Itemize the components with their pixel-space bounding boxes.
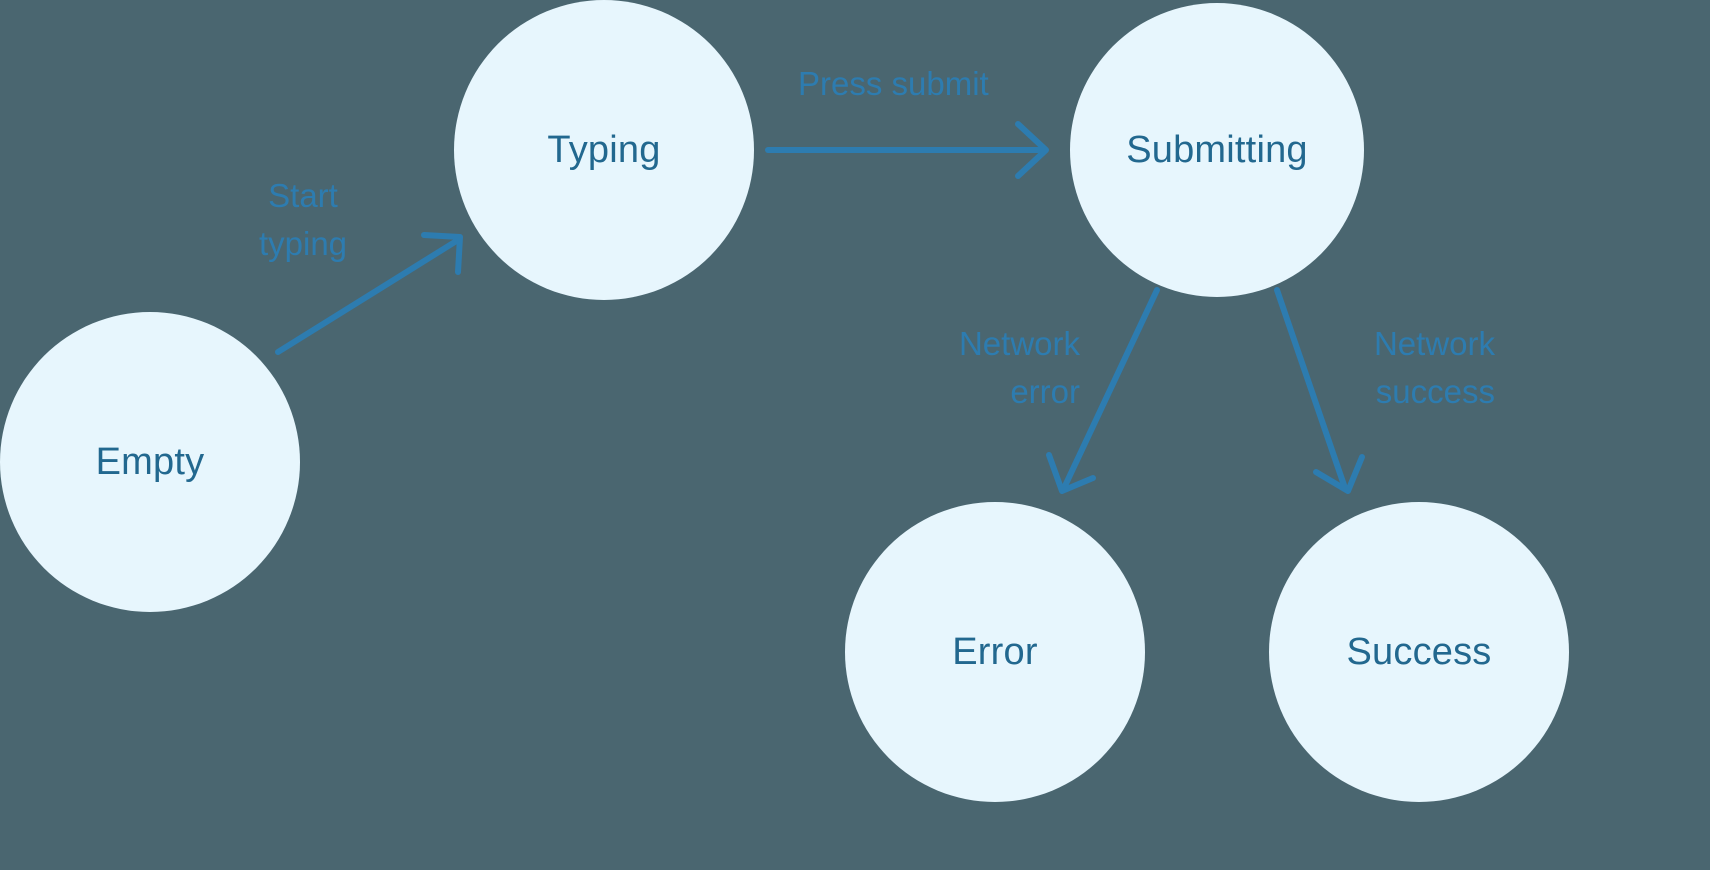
edge-empty-to-typing <box>275 232 463 355</box>
state-node-label: Success <box>1346 631 1492 673</box>
edge-submitting-to-success <box>1274 287 1365 494</box>
state-node-label: Typing <box>547 129 661 171</box>
state-node-typing[interactable]: Typing <box>454 0 754 300</box>
edge-label-press-submit: Press submit <box>798 65 989 102</box>
edge-submitting-to-error <box>1046 287 1160 494</box>
edge-label-start-typing: Start typing <box>258 177 348 262</box>
state-node-label: Error <box>952 631 1038 673</box>
state-node-submitting[interactable]: Submitting <box>1070 3 1364 297</box>
state-node-label: Empty <box>95 441 205 483</box>
edge-label-network-error: Network error <box>958 325 1080 410</box>
edge-label-network-success: Network success <box>1373 325 1495 410</box>
state-node-label: Submitting <box>1126 129 1308 171</box>
state-node-empty[interactable]: Empty <box>0 312 300 612</box>
edge-typing-to-submitting <box>765 121 1049 179</box>
state-node-success[interactable]: Success <box>1269 502 1569 802</box>
state-node-error[interactable]: Error <box>845 502 1145 802</box>
